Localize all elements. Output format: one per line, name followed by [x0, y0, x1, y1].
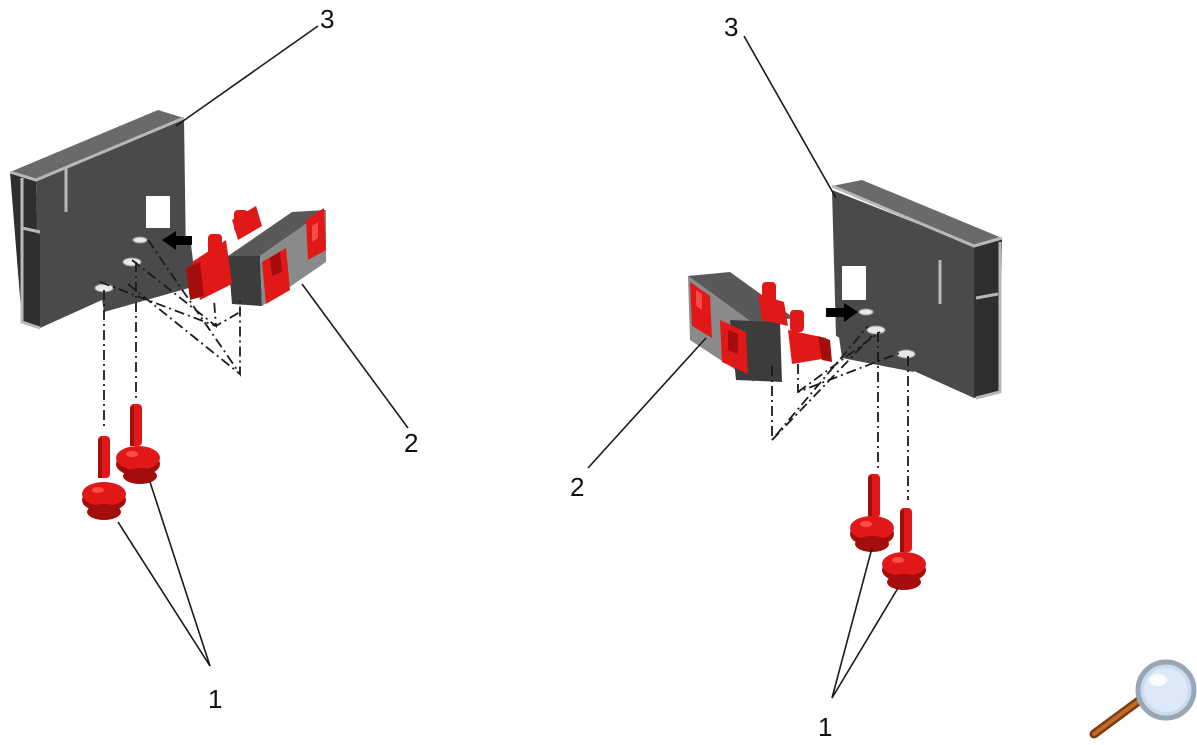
right-guide-part	[688, 272, 832, 382]
magnifier-icon[interactable]	[1089, 659, 1197, 739]
left-screw-1	[82, 436, 126, 520]
left-callout-rail: 3	[320, 4, 334, 34]
right-leaders	[587, 35, 899, 699]
left-assembly: 3 2 1	[9, 4, 418, 714]
left-screw-2	[116, 404, 160, 484]
right-rail	[831, 180, 1003, 400]
right-guide-lines	[771, 325, 909, 500]
right-callout-screws: 1	[818, 712, 832, 742]
left-leaders	[117, 25, 409, 667]
right-rail-hole-1	[866, 325, 886, 335]
right-screw-2	[882, 508, 926, 590]
right-screw-1	[850, 474, 894, 552]
right-arrow-icon	[826, 303, 858, 322]
right-callout-rail: 3	[724, 12, 738, 42]
right-assembly: 3 2 1	[570, 12, 1003, 742]
left-guide-lines	[99, 239, 241, 428]
left-guide-part	[186, 206, 326, 306]
left-arrow-icon	[162, 231, 192, 250]
right-rail-hole-2	[896, 349, 916, 359]
left-callout-guide: 2	[404, 428, 418, 458]
right-callout-guide: 2	[570, 472, 584, 502]
left-rail	[9, 110, 196, 330]
left-callout-screws: 1	[208, 684, 222, 714]
